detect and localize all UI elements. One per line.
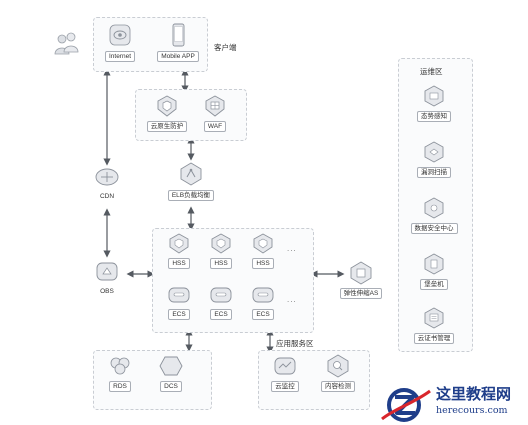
hss-label-3: HSS (252, 258, 274, 269)
internet-icon (109, 24, 131, 46)
storage-bucket-icon (96, 262, 118, 281)
data-zone (93, 350, 212, 410)
app-service-zone-label: 应用服务区 (276, 339, 314, 348)
watermark-url: herecours.com (436, 405, 508, 416)
ops-item-bastion-host[interactable]: 堡垒机 (404, 252, 464, 290)
obs-label: OBS (100, 288, 114, 295)
rds-label: RDS (109, 381, 131, 392)
waf-label: WAF (203, 121, 227, 132)
bastion-host-icon (424, 253, 444, 275)
dcs-label: DCS (160, 381, 182, 392)
ops-item-label-0: 态势感知 (417, 111, 451, 122)
ops-item-label-3: 堡垒机 (420, 279, 448, 290)
cloud-protection-node[interactable]: 云原生防护 (145, 94, 189, 132)
brand-logo-icon (381, 388, 431, 422)
host-security-icon (211, 233, 231, 254)
ecs-label-2: ECS (210, 309, 232, 320)
ops-item-situation-awareness[interactable]: 态势感知 (404, 84, 464, 122)
ecs-label-3: ECS (252, 309, 274, 320)
content-scan-icon (327, 354, 349, 378)
cdn-label: CDN (99, 193, 115, 200)
users-icon (54, 32, 79, 55)
cache-icon (159, 356, 183, 376)
internet-label: Internet (104, 51, 136, 62)
rds-node[interactable]: RDS (100, 354, 140, 392)
elb-label: ELB负载均衡 (167, 190, 215, 201)
hss-node-3[interactable]: HSS (243, 233, 283, 269)
ecs-node-2[interactable]: ECS (201, 284, 241, 320)
ops-item-label-2: 数据安全中心 (410, 223, 458, 234)
data-security-icon (424, 197, 444, 219)
elb-node[interactable]: ELB负载均衡 (166, 161, 216, 201)
content-detection-node[interactable]: 内容检测 (315, 354, 361, 392)
mobile-app-label: Mobile APP (157, 51, 199, 62)
ecs-node-1[interactable]: ECS (159, 284, 199, 320)
content-detection-label: 内容检测 (321, 381, 355, 392)
server-icon (168, 287, 190, 303)
host-security-icon (169, 233, 189, 254)
hss-label-2: HSS (210, 258, 232, 269)
watermark-title: 这里教程网 (436, 385, 512, 403)
firewall-icon (205, 95, 225, 117)
cdn-node[interactable]: CDN (87, 163, 127, 201)
ops-item-label-1: 漏洞扫描 (417, 167, 451, 178)
server-icon (210, 287, 232, 303)
vulnerability-scan-icon (424, 141, 444, 163)
certificate-icon (424, 307, 444, 329)
load-balancer-icon (180, 162, 202, 186)
mobile-phone-icon (172, 23, 185, 47)
ops-item-data-security-center[interactable]: 数据安全中心 (404, 196, 464, 234)
ecs-more-ellipsis: ... (287, 295, 297, 304)
hss-label-1: HSS (168, 258, 190, 269)
auto-scaling-icon (350, 261, 372, 285)
situation-awareness-icon (424, 85, 444, 107)
auto-scaling-label: 弹性伸缩AS (339, 288, 383, 299)
ops-item-vulnerability-scan[interactable]: 漏洞扫描 (404, 140, 464, 178)
waf-node[interactable]: WAF (195, 94, 235, 132)
hss-more-ellipsis: ... (287, 244, 297, 253)
cloud-monitor-label: 云监控 (271, 381, 299, 392)
cdn-router-icon (95, 168, 119, 186)
obs-node[interactable]: OBS (87, 258, 127, 296)
client-zone-label: 客户端 (214, 43, 237, 52)
auto-scaling-node[interactable]: 弹性伸缩AS (336, 261, 386, 299)
cloud-protection-label: 云原生防护 (146, 121, 188, 132)
hss-node-1[interactable]: HSS (159, 233, 199, 269)
shield-icon (157, 95, 177, 117)
ecs-label-1: ECS (168, 309, 190, 320)
cloud-monitor-node[interactable]: 云监控 (263, 354, 307, 392)
ops-item-label-4: 云证书管理 (413, 333, 455, 344)
ops-zone-label: 运维区 (420, 67, 443, 76)
internet-node[interactable]: Internet (100, 22, 140, 62)
watermark: 这里教程网 herecours.com (378, 383, 526, 425)
hss-node-2[interactable]: HSS (201, 233, 241, 269)
mobile-app-node[interactable]: Mobile APP (152, 22, 204, 62)
host-security-icon (253, 233, 273, 254)
edge-security-zone (135, 89, 247, 141)
ops-item-certificate-manager[interactable]: 云证书管理 (404, 306, 464, 344)
server-icon (252, 287, 274, 303)
database-icon (110, 357, 130, 375)
dcs-node[interactable]: DCS (151, 354, 191, 392)
ecs-node-3[interactable]: ECS (243, 284, 283, 320)
monitor-icon (274, 357, 296, 375)
